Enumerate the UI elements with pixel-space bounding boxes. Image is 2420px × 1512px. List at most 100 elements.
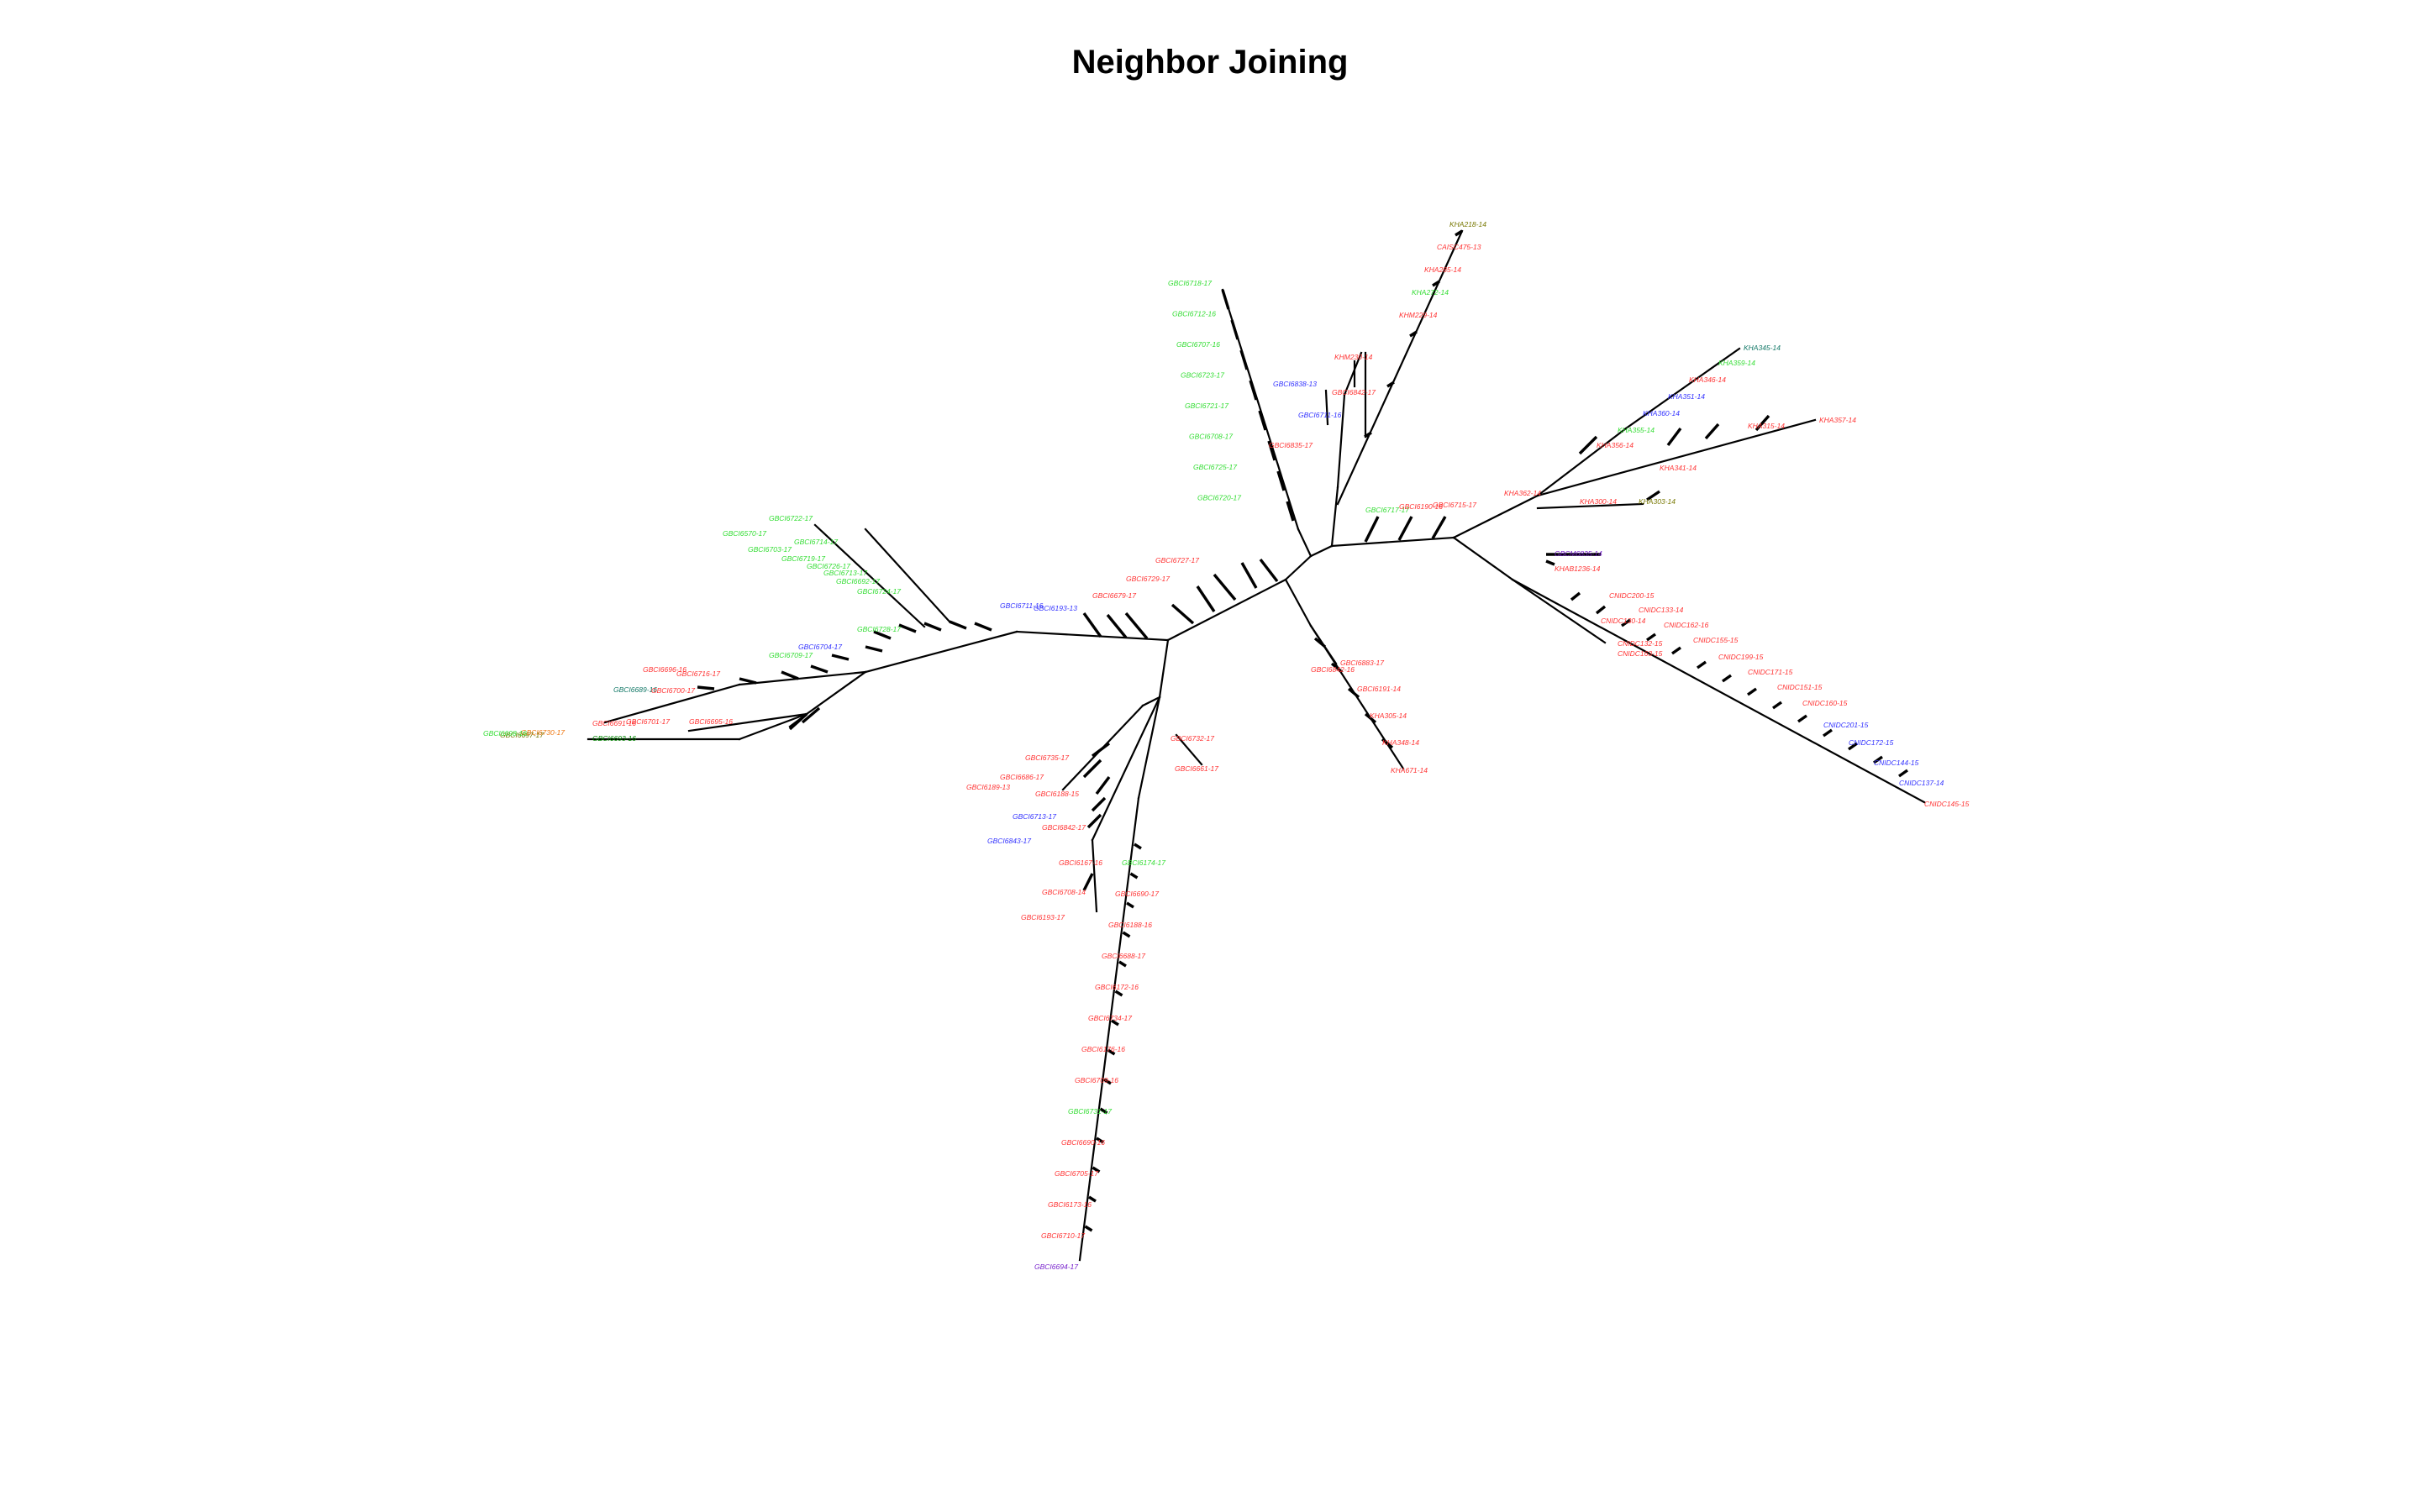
tip-label: CNIDC132-15 bbox=[1618, 639, 1663, 648]
tip-branch bbox=[1126, 901, 1134, 909]
tip-label: GBCI6193-17 bbox=[1021, 913, 1065, 921]
tip-label: GBCI6711-16 bbox=[1298, 411, 1342, 419]
tip-label: KHA300-14 bbox=[1580, 497, 1617, 506]
tip-branch bbox=[1595, 605, 1607, 615]
tip-label: GBCI6694-17 bbox=[1034, 1263, 1078, 1271]
tip-label: GBCI6724-17 bbox=[857, 587, 901, 596]
tip-label: GBCI6721-17 bbox=[1185, 402, 1228, 410]
tip-branch bbox=[1084, 1225, 1093, 1232]
tip-branch bbox=[1797, 714, 1807, 723]
tip-branch bbox=[873, 630, 892, 640]
tip-branch bbox=[1697, 660, 1707, 669]
tip-branch bbox=[1347, 687, 1360, 699]
tip-branch bbox=[1129, 872, 1139, 879]
tree-branch bbox=[1284, 578, 1313, 627]
tip-label: KHA362-14 bbox=[1504, 489, 1541, 497]
tree-branch bbox=[1091, 838, 1098, 913]
tip-label: GBCI6710-17 bbox=[1041, 1231, 1085, 1240]
tip-label: GBCI6732-17 bbox=[1171, 734, 1214, 743]
tip-label: CNIDC144-15 bbox=[1874, 759, 1919, 767]
tip-label: GBCI6842-17 bbox=[1332, 388, 1376, 396]
tip-label: GBCI6709-17 bbox=[769, 651, 813, 659]
tip-label: GBCI6176-16 bbox=[1081, 1045, 1125, 1053]
tip-branch bbox=[1646, 490, 1660, 501]
tip-label: GBCI6172-16 bbox=[1095, 983, 1139, 991]
tip-label: KHAB1236-14 bbox=[1555, 564, 1601, 573]
tree-branch bbox=[1452, 536, 1514, 581]
tree-branch bbox=[1015, 630, 1170, 642]
tip-label: GBCI6661-17 bbox=[1175, 764, 1218, 773]
tree-branch bbox=[1511, 578, 1926, 804]
tree-branch bbox=[1137, 696, 1161, 800]
tip-label: GBCI6191-14 bbox=[1357, 685, 1401, 693]
tip-label: GBCI6709-16 bbox=[1075, 1076, 1118, 1084]
tip-branch bbox=[810, 664, 829, 674]
tip-branch bbox=[1259, 558, 1279, 583]
plot-title: Neighbor Joining bbox=[1071, 44, 1349, 81]
tip-label: GBCI6729-17 bbox=[1126, 575, 1170, 583]
tip-label: CAISC475-13 bbox=[1437, 243, 1481, 251]
tip-label: GBCI6703-17 bbox=[748, 545, 792, 554]
tip-branch bbox=[1898, 769, 1908, 778]
tip-branch bbox=[1722, 674, 1732, 683]
tree-branch bbox=[1141, 696, 1161, 707]
tip-label: GBCI6735-17 bbox=[1025, 753, 1069, 762]
tip-branch bbox=[831, 654, 850, 661]
tip-label: KHA346-14 bbox=[1689, 375, 1726, 384]
tree-branch bbox=[687, 712, 808, 732]
tip-label: GBCI6688-17 bbox=[1102, 952, 1145, 960]
tip-label: GBCI6731-17 bbox=[1068, 1107, 1112, 1116]
tip-label: KHM229-14 bbox=[1399, 311, 1438, 319]
tip-branch bbox=[1258, 410, 1267, 431]
tree-branch bbox=[813, 523, 926, 628]
tip-branch bbox=[1704, 423, 1720, 440]
tip-label: GBCI6692-17 bbox=[836, 577, 880, 585]
tip-branch bbox=[1873, 755, 1883, 764]
tip-branch bbox=[697, 685, 715, 690]
tip-branch bbox=[1545, 559, 1555, 566]
tip-branch bbox=[739, 677, 757, 685]
tip-branch bbox=[1276, 470, 1286, 491]
tip-label: CNIDC172-15 bbox=[1849, 738, 1894, 747]
tip-branch bbox=[1364, 712, 1377, 724]
tip-branch bbox=[1099, 1107, 1108, 1115]
tip-label: KHA357-14 bbox=[1819, 416, 1856, 424]
tip-branch bbox=[1134, 843, 1142, 850]
tip-branch bbox=[1230, 319, 1239, 340]
tip-label: CNIDC160-15 bbox=[1802, 699, 1848, 707]
tip-label: GBCI6686-17 bbox=[1000, 773, 1044, 781]
tip-branch bbox=[781, 670, 799, 680]
tree-branch bbox=[738, 712, 808, 741]
tip-branch bbox=[1086, 813, 1102, 829]
tip-branch bbox=[1671, 646, 1681, 655]
tip-branch bbox=[1249, 380, 1258, 401]
tip-label: KHA355-14 bbox=[1618, 426, 1655, 434]
tip-label: GBCI6843-17 bbox=[987, 837, 1031, 845]
tip-label: KHM230-14 bbox=[1334, 353, 1373, 361]
tip-label: GBCI6704-17 bbox=[798, 643, 842, 651]
tip-label: CNIDC199-15 bbox=[1718, 653, 1764, 661]
tree-branch bbox=[1078, 796, 1140, 1262]
tree-branch bbox=[1452, 494, 1539, 539]
tip-branch bbox=[1364, 516, 1380, 543]
tip-label: GBCI6189-13 bbox=[966, 783, 1010, 791]
tip-branch bbox=[1082, 612, 1102, 638]
tip-label: CNIDC151-15 bbox=[1777, 683, 1823, 691]
tip-branch bbox=[1107, 1048, 1116, 1056]
tip-label: GBCM6835-14 bbox=[1555, 549, 1602, 558]
tip-branch bbox=[1313, 637, 1327, 648]
tip-label: CNIDC163-15 bbox=[1618, 649, 1663, 658]
tree-branch bbox=[864, 528, 951, 623]
tree-branch bbox=[1158, 638, 1170, 699]
tip-label: GBCI6708-17 bbox=[1189, 433, 1233, 441]
tip-label: GBCI6723-17 bbox=[1181, 371, 1224, 380]
tip-branch bbox=[1381, 738, 1394, 749]
tip-branch bbox=[1106, 613, 1128, 639]
tree-branch bbox=[1536, 427, 1628, 497]
tip-label: CNIDC201-15 bbox=[1823, 721, 1869, 729]
tip-branch bbox=[1364, 431, 1372, 438]
tip-label: KHA272-14 bbox=[1412, 288, 1449, 297]
tip-branch bbox=[1286, 501, 1295, 522]
tip-label: GBCI6701-17 bbox=[626, 717, 670, 726]
tree-branch bbox=[1284, 554, 1313, 581]
